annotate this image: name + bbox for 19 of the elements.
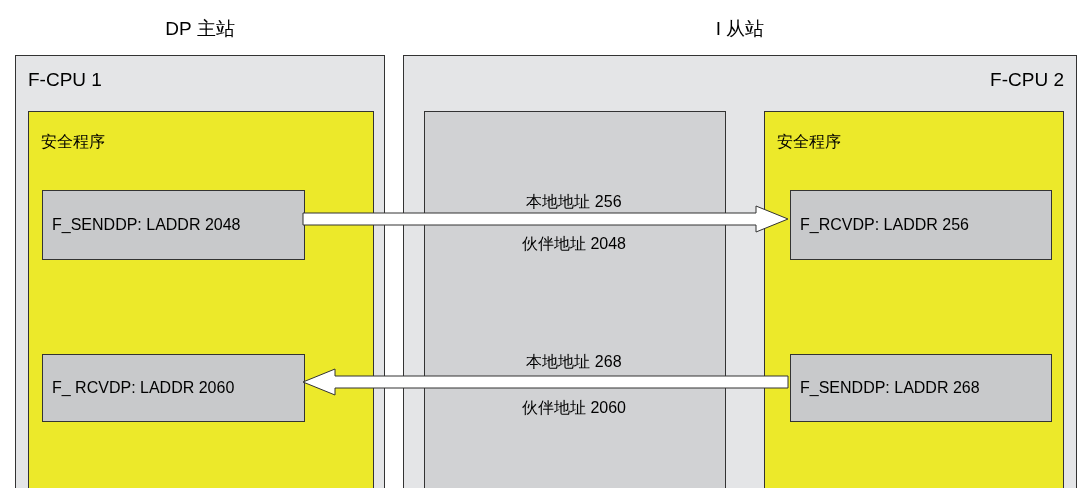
station-title: DP 主站 xyxy=(164,17,236,41)
function-block: F_ RCVDP: LADDR 2060 xyxy=(42,354,305,422)
station-title: I 从站 xyxy=(714,17,766,41)
program-panel xyxy=(764,111,1064,488)
panel-heading: 安全程序 xyxy=(777,132,841,152)
function-block: F_SENDDP: LADDR 2048 xyxy=(42,190,305,260)
block-arrow xyxy=(302,368,789,396)
cpu-name: F-CPU 2 xyxy=(990,68,1064,92)
block-arrow xyxy=(302,205,789,233)
config-panel xyxy=(424,111,726,488)
panel-heading: 安全程序 xyxy=(41,132,105,152)
program-panel xyxy=(28,111,374,488)
function-block: F_RCVDP: LADDR 256 xyxy=(790,190,1052,260)
function-block: F_SENDDP: LADDR 268 xyxy=(790,354,1052,422)
address-label: 伙伴地址 2048 xyxy=(521,234,626,254)
cpu-name: F-CPU 1 xyxy=(28,68,102,92)
address-label: 本地地址 256 xyxy=(526,192,622,212)
address-label: 本地地址 268 xyxy=(526,352,622,372)
address-label: 伙伴地址 2060 xyxy=(521,398,626,418)
